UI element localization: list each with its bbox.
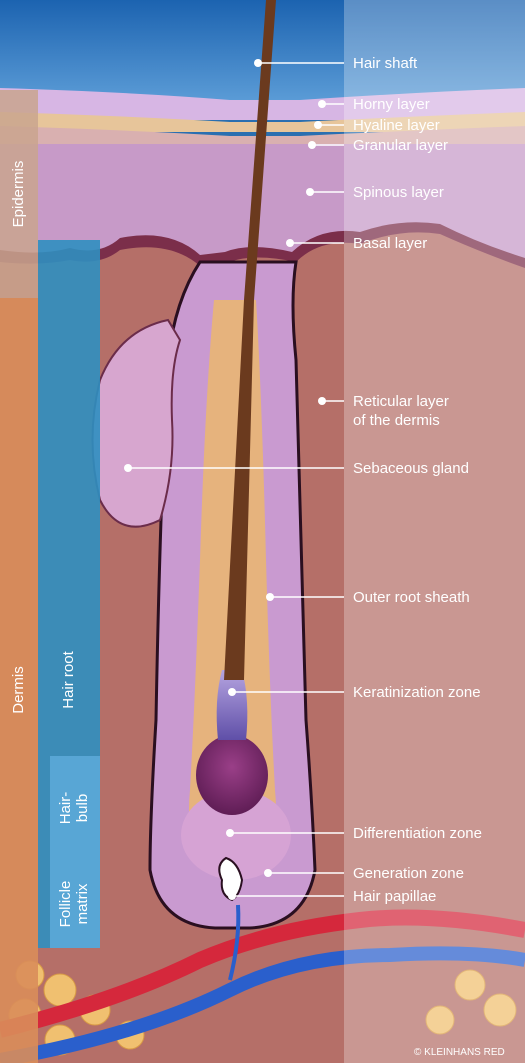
hair-papilla-shape (218, 856, 244, 902)
side-label-hair-bulb: Hair- bulb (57, 768, 93, 848)
side-label-hair-root: Hair root (60, 651, 77, 709)
label-granular-layer: Granular layer (353, 137, 449, 154)
label-horny-layer: Horny layer (353, 96, 430, 113)
hair-bulb-band (50, 756, 100, 860)
side-label-follicle-matrix: Follicle matrix (57, 864, 93, 944)
label-keratinization-zone: Keratinization zone (353, 684, 481, 701)
hair-shaft-shape (224, 0, 276, 680)
follicle-matrix-band (50, 860, 100, 948)
basal-layer-line (0, 222, 525, 268)
label-hair-papillae: Hair papillae (353, 888, 437, 905)
label-sebaceous-gland: Sebaceous gland (353, 460, 469, 477)
leader-lines (128, 62, 344, 897)
side-label-hair-bulb-line2: bulb (74, 793, 91, 823)
label-basal-layer: Basal layer (353, 235, 428, 252)
label-hair-shaft: Hair shaft (353, 55, 418, 72)
side-label-dermis: Dermis (10, 666, 27, 714)
side-label-follicle-matrix-line2: matrix (74, 883, 91, 925)
credit-text: © KLEINHANS RED (414, 1047, 505, 1058)
dermis-band (0, 298, 38, 1063)
label-reticular-layer-line1: Reticular layer (353, 393, 449, 410)
artery (0, 909, 525, 1038)
keratinization-zone-shape (216, 670, 248, 740)
vein (0, 946, 525, 1063)
side-label-follicle-matrix-line1: Follicle (57, 880, 74, 928)
bulb-dark-zone (196, 735, 268, 815)
epidermis-band (0, 90, 38, 298)
label-generation-zone: Generation zone (353, 865, 464, 882)
label-differentiation-zone: Differentiation zone (353, 825, 482, 842)
spinous-layer-band (0, 144, 525, 265)
label-spinous-layer: Spinous layer (353, 184, 444, 201)
papilla-vessel (228, 904, 241, 981)
label-hyaline-layer: Hyaline layer (353, 117, 440, 134)
leader-dots (124, 59, 326, 900)
label-outer-root-sheath: Outer root sheath (353, 589, 470, 606)
label-reticular-layer-line2: of the dermis (353, 412, 440, 429)
sebaceous-gland-shape (91, 318, 182, 528)
side-label-hair-bulb-line1: Hair- (57, 791, 74, 825)
side-label-epidermis: Epidermis (10, 160, 27, 228)
label-panel-overlay (344, 0, 525, 1063)
hair-bulb-shape (181, 790, 291, 880)
